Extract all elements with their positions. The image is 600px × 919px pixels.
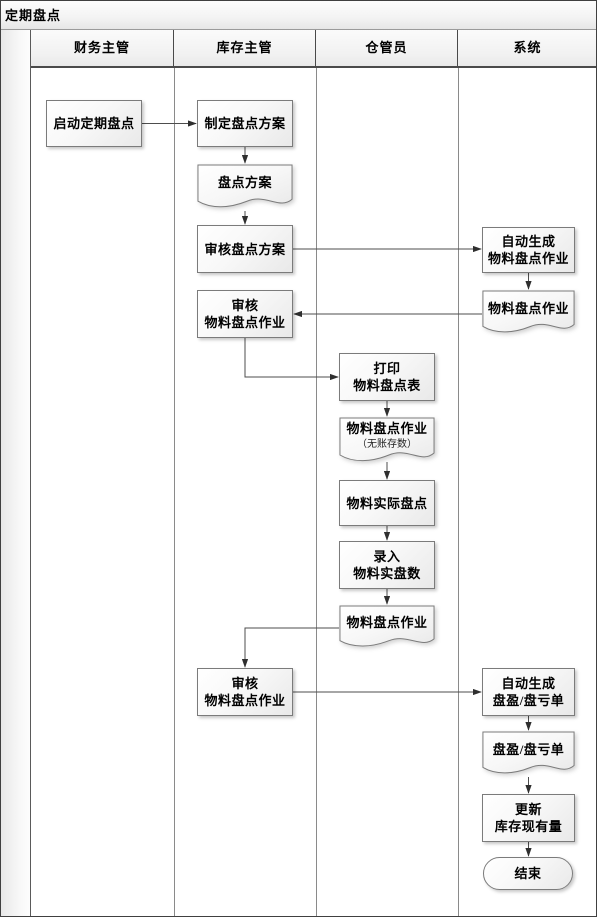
diagram-title-bar: 定期盘点 — [1, 1, 596, 30]
step-label: 物料实盘数 — [353, 566, 421, 581]
step-label: 物料盘点作业 — [487, 251, 569, 266]
lane-divider — [174, 68, 175, 917]
step-review-count-job-1: 审核 物料盘点作业 — [197, 290, 293, 338]
step-label: 录入 — [373, 549, 401, 564]
lane-divider — [458, 68, 459, 917]
step-label: 审核盘点方案 — [204, 241, 286, 257]
lane-header-inventory-supervisor: 库存主管 — [174, 30, 316, 68]
doc-label: 盘点方案 — [217, 175, 272, 190]
step-start-periodic-count: 启动定期盘点 — [46, 100, 142, 147]
flow-connector — [241, 627, 339, 668]
step-label: 自动生成 — [501, 234, 556, 249]
document-shape — [482, 290, 575, 338]
step-auto-generate-adjustment: 自动生成 盘盈/盘亏单 — [482, 668, 575, 716]
step-label: 制定盘点方案 — [204, 116, 286, 131]
lane-header-warehouse-keeper: 仓管员 — [316, 30, 458, 68]
doc-label: 盘盈/盘亏单 — [492, 741, 565, 757]
document-shape — [482, 731, 575, 779]
diagram-title: 定期盘点 — [5, 8, 62, 23]
lane-header-finance-supervisor: 财务主管 — [31, 30, 174, 68]
step-label: 打印 — [373, 361, 401, 376]
step-auto-generate-count-job: 自动生成 物料盘点作业 — [482, 227, 575, 273]
step-review-count-plan: 审核盘点方案 — [197, 225, 293, 273]
step-label: 物料实际盘点 — [346, 495, 428, 511]
terminator-end: 结束 — [483, 857, 573, 890]
step-label: 物料盘点表 — [353, 378, 421, 393]
step-make-count-plan: 制定盘点方案 — [197, 100, 293, 147]
step-update-on-hand-qty: 更新 库存现有量 — [482, 794, 575, 842]
document-shape — [197, 164, 293, 213]
doc-sublabel: （无账存数） — [357, 438, 417, 450]
flow-connector — [244, 338, 339, 381]
step-label: 库存现有量 — [494, 819, 563, 834]
document-shape — [339, 417, 435, 467]
doc-adjustment-order: 盘盈/盘亏单 — [482, 731, 575, 779]
step-label: 更新 — [514, 802, 542, 817]
doc-count-plan: 盘点方案 — [197, 164, 293, 213]
doc-label: 物料盘点作业 — [346, 420, 428, 436]
step-review-count-job-2: 审核 物料盘点作业 — [197, 668, 293, 716]
step-label: 结束 — [514, 866, 542, 881]
doc-label: 物料盘点作业 — [487, 300, 569, 316]
step-label: 物料盘点作业 — [204, 693, 286, 708]
step-print-count-sheet: 打印 物料盘点表 — [339, 353, 435, 401]
step-label: 物料盘点作业 — [204, 315, 286, 330]
step-physical-count: 物料实际盘点 — [339, 480, 435, 526]
phase-strip — [1, 30, 31, 917]
step-label: 自动生成 — [501, 676, 556, 691]
step-label: 审核 — [231, 298, 259, 313]
doc-label: 物料盘点作业 — [346, 615, 428, 630]
step-enter-actual-count: 录入 物料实盘数 — [339, 541, 435, 589]
step-label: 盘盈/盘亏单 — [492, 693, 565, 708]
step-label: 审核 — [231, 676, 259, 691]
doc-count-job-warehouse: 物料盘点作业 — [339, 605, 435, 652]
doc-count-job-system: 物料盘点作业 — [482, 290, 575, 338]
doc-count-job-no-book-qty: 物料盘点作业 （无账存数） — [339, 417, 435, 467]
lane-header-system: 系统 — [458, 30, 597, 68]
step-label: 启动定期盘点 — [53, 116, 135, 131]
lane-divider — [316, 68, 317, 917]
document-shape — [339, 605, 435, 652]
